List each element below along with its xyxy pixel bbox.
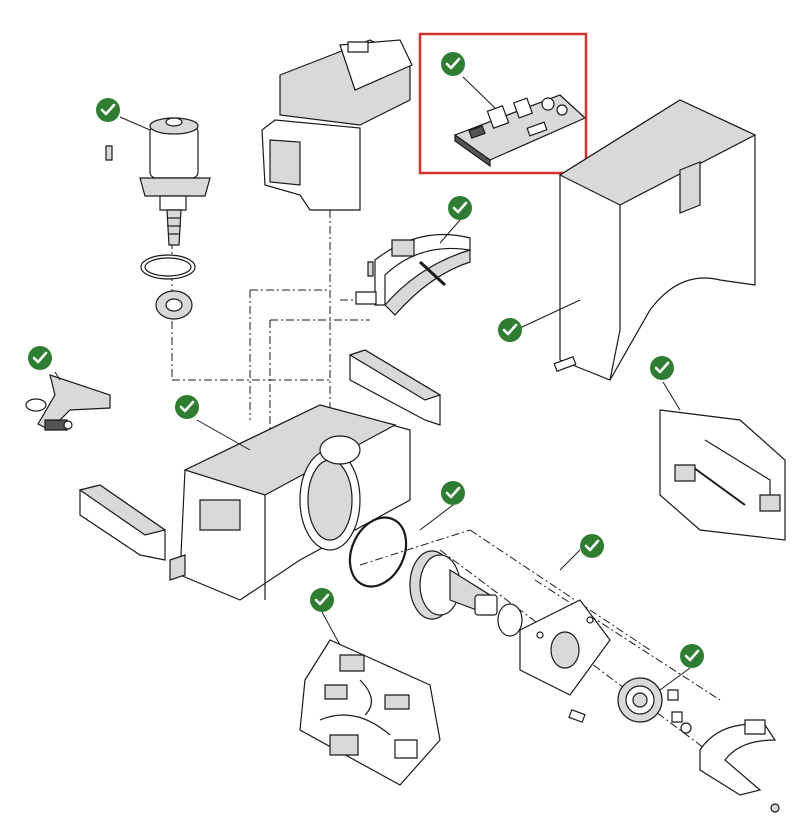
check-circle-icon[interactable]: [441, 481, 465, 505]
pinion-gear[interactable]: [569, 678, 691, 733]
control-board[interactable]: [455, 95, 585, 166]
cover-housing[interactable]: [554, 100, 755, 380]
gear-motor[interactable]: [106, 118, 210, 319]
brush-assembly[interactable]: [300, 640, 440, 785]
o-ring-seal[interactable]: [339, 508, 417, 595]
cable-clip-detail[interactable]: [660, 410, 785, 540]
base-housing[interactable]: [170, 405, 410, 600]
check-circle-icon[interactable]: [498, 318, 522, 342]
motor-mount-frame[interactable]: [262, 40, 412, 210]
check-circle-icon[interactable]: [580, 534, 604, 558]
check-circle-icon[interactable]: [96, 98, 120, 122]
gear-shaft-flange[interactable]: [410, 551, 610, 695]
check-circle-icon[interactable]: [441, 52, 465, 76]
release-handle[interactable]: [26, 375, 110, 430]
callout-leaders: [54, 76, 691, 691]
check-circle-icon[interactable]: [175, 395, 199, 419]
check-circle-icon[interactable]: [650, 356, 674, 380]
check-circle-icon[interactable]: [310, 588, 334, 612]
limit-switch-bracket[interactable]: [356, 234, 470, 315]
end-cap-left[interactable]: [80, 485, 165, 560]
selected-part-highlight: [418, 32, 588, 175]
check-circle-icon[interactable]: [680, 644, 704, 668]
capacitor-bracket[interactable]: [700, 720, 779, 812]
end-cap-right[interactable]: [350, 350, 440, 425]
check-circle-icon[interactable]: [28, 346, 52, 370]
check-badges: [28, 52, 704, 668]
check-circle-icon[interactable]: [448, 196, 472, 220]
